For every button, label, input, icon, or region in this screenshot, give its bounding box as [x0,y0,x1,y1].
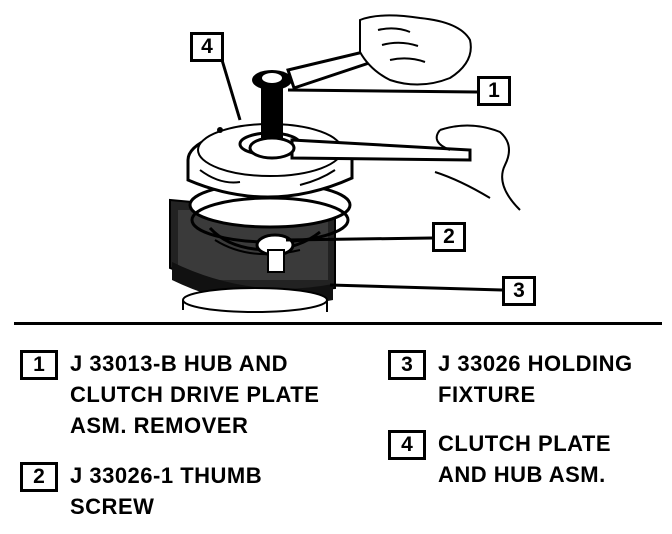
callout-1: 1 [477,76,511,106]
hub-remover-tool [248,46,472,162]
legend-number: 2 [20,462,58,492]
legend-number: 1 [20,350,58,380]
legend-item-1: 1 J 33013-B HUB AND CLUTCH DRIVE PLATE A… [20,348,319,441]
legend-label: CLUTCH PLATE AND HUB ASM. [438,431,612,487]
legend-number: 4 [388,430,426,460]
legend-label: J 33026-1 THUMB SCREW [70,463,263,519]
legend-item-2: 2 J 33026-1 THUMB SCREW [20,460,262,522]
callout-3: 3 [502,276,536,306]
leader-lines [220,59,503,292]
technician-hands [359,14,521,211]
legend-item-3: 3 J 33026 HOLDING FIXTURE [388,348,633,410]
callout-2: 2 [432,222,466,252]
legend-label: J 33026 HOLDING FIXTURE [438,351,633,407]
legend-item-4: 4 CLUTCH PLATE AND HUB ASM. [388,428,611,490]
divider-line [14,322,662,325]
callout-4: 4 [190,32,224,62]
legend-number: 3 [388,350,426,380]
legend-label: J 33013-B HUB AND CLUTCH DRIVE PLATE ASM… [70,351,320,438]
